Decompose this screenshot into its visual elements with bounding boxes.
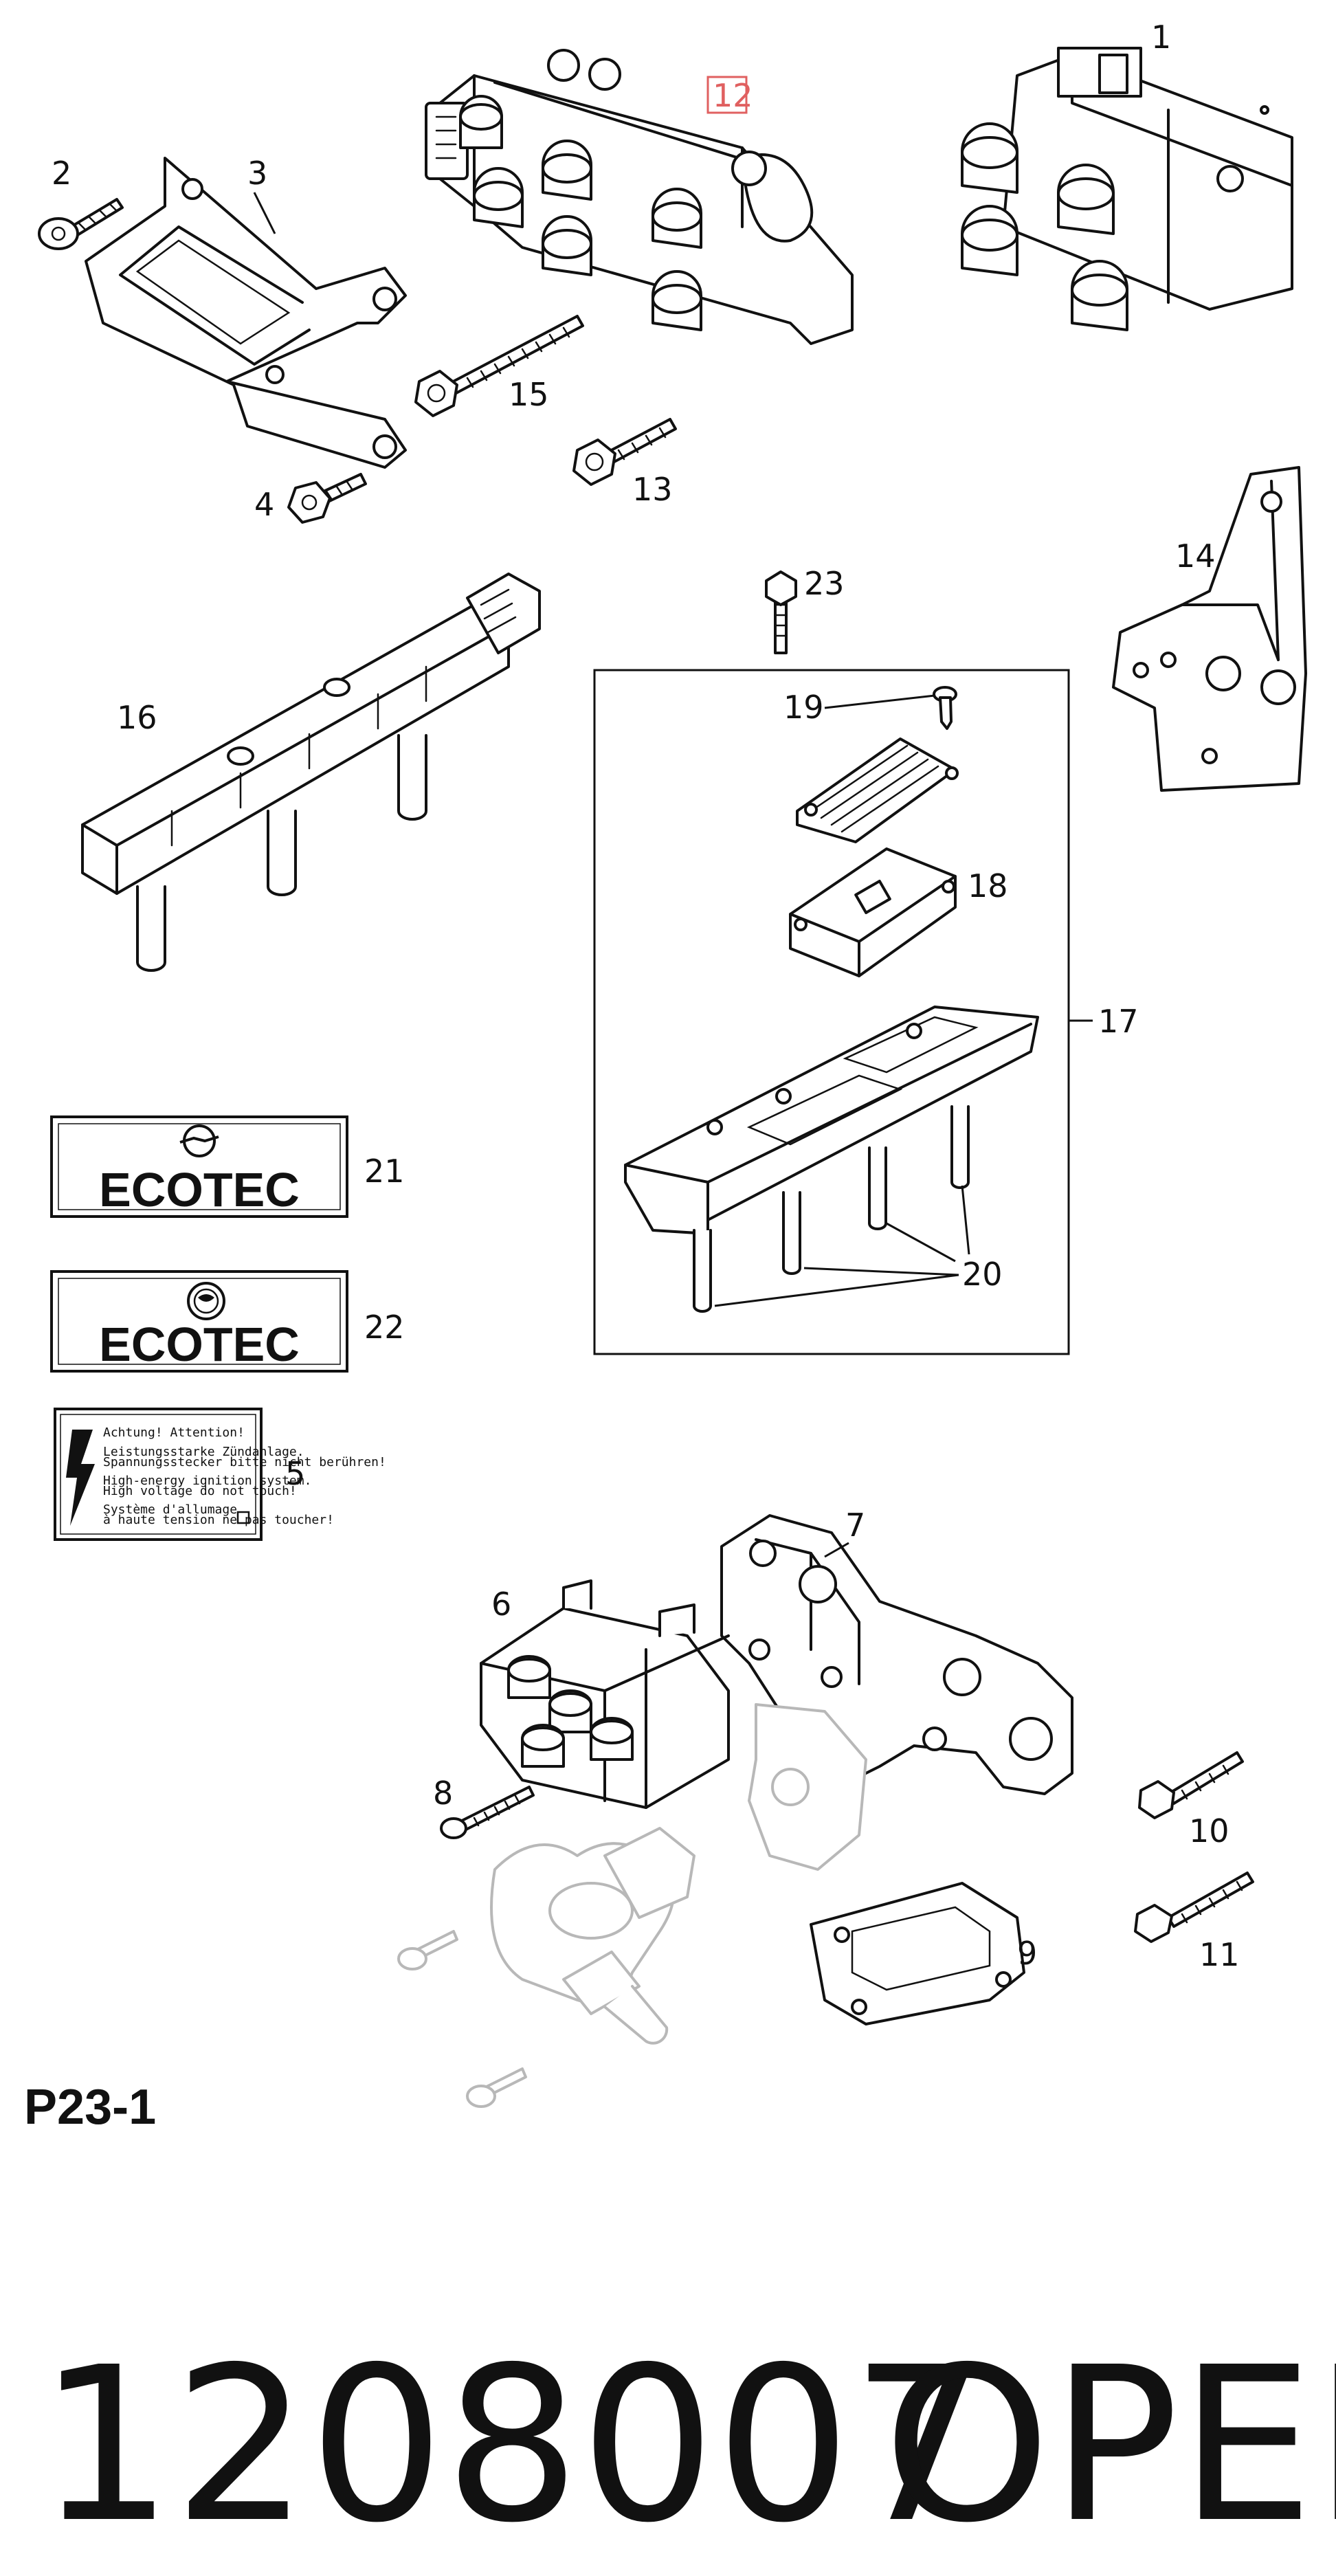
callout-1[interactable]: 1 — [1151, 19, 1171, 56]
leader-3 — [253, 192, 276, 234]
part-4-flange-bolt[interactable] — [287, 473, 367, 524]
warning-title: Achtung! Attention! — [103, 1425, 245, 1440]
part-10-bolt[interactable] — [1138, 1751, 1244, 1819]
callout-3[interactable]: 3 — [247, 155, 267, 192]
callout-23[interactable]: 23 — [804, 565, 845, 602]
part-15-long-bolt[interactable] — [414, 315, 584, 417]
part-19-cover[interactable] — [796, 737, 959, 843]
leader-7 — [824, 1542, 849, 1558]
callout-7[interactable]: 7 — [845, 1507, 865, 1544]
callout-13[interactable]: 13 — [632, 471, 673, 508]
coil-12-towers — [459, 95, 702, 331]
callout-9[interactable]: 9 — [1017, 1935, 1037, 1972]
callout-15[interactable]: 15 — [509, 376, 549, 413]
callout-12-highlight-box — [706, 76, 748, 114]
callout-6[interactable]: 6 — [491, 1586, 511, 1623]
opel-bolt-icon — [179, 1135, 219, 1144]
callout-16[interactable]: 16 — [117, 699, 157, 736]
callout-20[interactable]: 20 — [962, 1256, 1003, 1293]
part-1-dis-coil[interactable] — [961, 47, 1293, 331]
label-22-ecotec[interactable]: ECOTEC — [50, 1270, 348, 1373]
brand-name: OPEL — [883, 2322, 1336, 2570]
part-number: 1208007 — [38, 2322, 987, 2570]
part-23-bolt[interactable] — [765, 570, 797, 654]
part-6-coil-block[interactable] — [480, 1579, 730, 1809]
warning-line-2: Spannungsstecker bitte nicht berühren! — [103, 1455, 386, 1469]
warning-line-3: High-energy ignition system. — [103, 1474, 311, 1488]
part-11-bolt[interactable] — [1134, 1872, 1254, 1943]
part-8-screw[interactable] — [440, 1786, 535, 1839]
high-voltage-icon — [66, 1430, 95, 1526]
callout-19[interactable]: 19 — [783, 689, 824, 726]
part-16-coil-rail[interactable] — [81, 573, 541, 972]
leader-20 — [714, 1185, 970, 1307]
part-18-module[interactable] — [789, 847, 957, 977]
part-19-screw[interactable] — [933, 686, 957, 730]
callout-14[interactable]: 14 — [1175, 537, 1216, 575]
part-13-short-bolt[interactable] — [572, 418, 677, 486]
leader-19 — [824, 694, 935, 709]
callout-5[interactable]: 5 — [285, 1455, 305, 1492]
warning-line-1: Leistungsstarke Zündanlage. — [103, 1445, 304, 1459]
warning-line-4: High voltage do not touch! — [103, 1484, 297, 1498]
callout-22[interactable]: 22 — [364, 1309, 405, 1346]
warning-line-6: à haute tension ne pas toucher! — [103, 1513, 334, 1527]
callout-18[interactable]: 18 — [968, 867, 1008, 904]
diagram-code: P23-1 — [24, 2080, 156, 2135]
callout-11[interactable]: 11 — [1199, 1936, 1240, 1973]
label-21-ecotec[interactable]: ECOTEC — [50, 1115, 348, 1218]
callout-21[interactable]: 21 — [364, 1153, 405, 1190]
part-14-mounting-plate[interactable] — [1112, 466, 1307, 792]
callout-2[interactable]: 2 — [52, 155, 71, 192]
faded-context-parts — [397, 1703, 867, 2108]
callout-17[interactable]: 17 — [1098, 1003, 1139, 1040]
part-2-screw[interactable] — [38, 198, 124, 250]
callout-4[interactable]: 4 — [254, 486, 274, 523]
part-12-ignition-coil[interactable] — [425, 49, 854, 345]
group-17-frame — [593, 669, 1070, 1355]
label-5-warning-sticker[interactable]: Achtung! Attention! Leistungsstarke Zünd… — [54, 1408, 386, 1541]
ecotec-21-text: ECOTEC — [99, 1163, 300, 1217]
ecotec-22-text: ECOTEC — [99, 1318, 300, 1371]
callout-10[interactable]: 10 — [1189, 1812, 1229, 1850]
part-17-coil-rail[interactable] — [624, 1006, 1039, 1313]
part-3-bracket[interactable] — [85, 157, 407, 469]
warning-line-5: Système d'allumage — [103, 1502, 237, 1517]
callout-8[interactable]: 8 — [433, 1775, 453, 1812]
callout-12[interactable]: 12 — [713, 77, 753, 114]
part-9-gasket[interactable] — [810, 1882, 1025, 2025]
